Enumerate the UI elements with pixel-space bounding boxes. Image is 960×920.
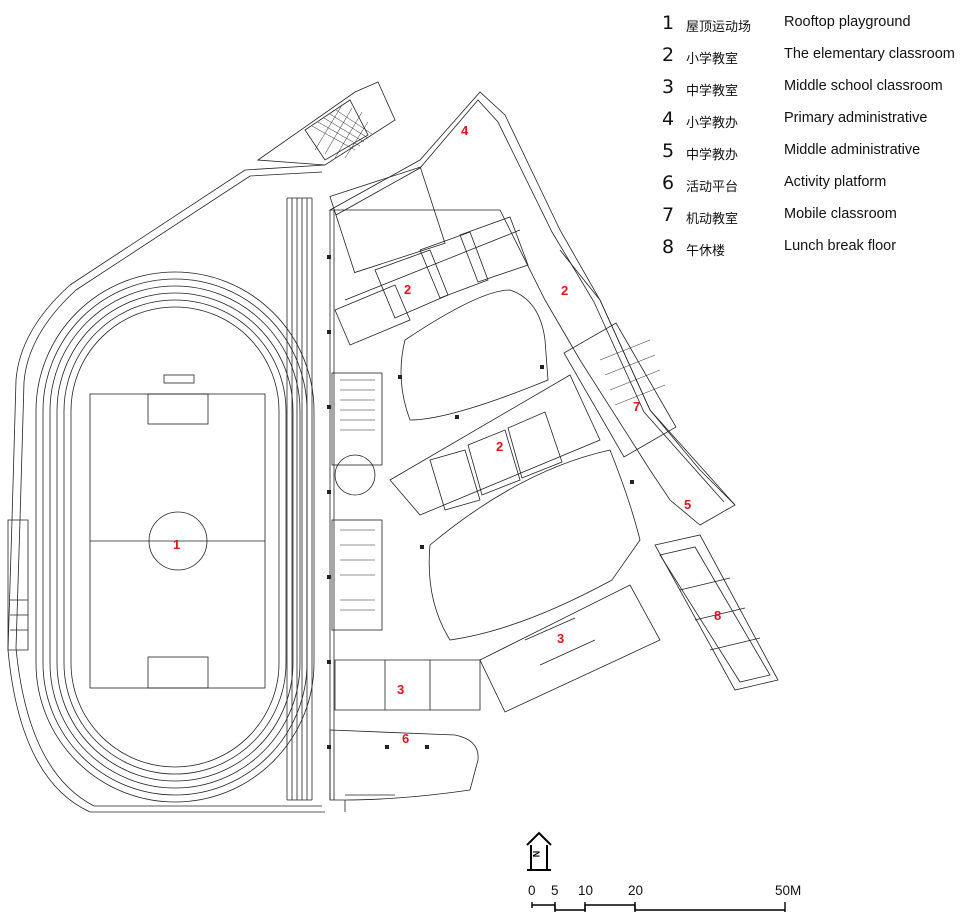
north-arrow-icon	[526, 831, 552, 871]
legend-item: 1 屋顶运动场 Rooftop playground	[660, 12, 955, 44]
plan-label-lunch-break-floor: 8	[714, 608, 722, 623]
scale-tick-0: 0	[528, 883, 536, 898]
courtyard-lower	[428, 449, 641, 641]
legend-english-label: Rooftop playground	[784, 14, 911, 30]
legend-number: 6	[662, 172, 675, 194]
legend-english-label: Middle administrative	[784, 142, 921, 158]
north-letter: N	[531, 850, 542, 858]
plan-label-elementary-classroom-b: 2	[561, 283, 569, 298]
legend-chinese-label: 活动平台	[686, 180, 739, 195]
football-pitch	[89, 374, 266, 689]
legend-english-label: Middle school classroom	[784, 78, 943, 94]
plan-label-elementary-classroom-a: 2	[404, 282, 412, 297]
plan-label-elementary-classroom-c: 2	[496, 439, 504, 454]
plan-label-middle-classroom-a: 3	[557, 631, 565, 646]
legend-number: 5	[662, 140, 675, 162]
site-boundary-inner	[15, 171, 323, 807]
legend-item: 7 机动教室 Mobile classroom	[660, 204, 955, 236]
legend-number: 1	[662, 12, 675, 34]
courtyard-upper	[400, 289, 549, 421]
legend-item: 8 午休楼 Lunch break floor	[660, 236, 955, 268]
legend-item: 2 小学教室 The elementary classroom	[660, 44, 955, 76]
legend-chinese-label: 机动教室	[686, 212, 739, 227]
scale-tick-50m: 50M	[775, 883, 802, 898]
left-stand	[7, 519, 29, 651]
legend-item: 3 中学教室 Middle school classroom	[660, 76, 955, 108]
legend-number: 2	[662, 44, 675, 66]
plan-label-rooftop-playground: 1	[173, 537, 181, 552]
east-strip	[559, 249, 736, 506]
legend-chinese-label: 中学教办	[686, 148, 739, 163]
plan-label-activity-platform: 6	[402, 731, 410, 746]
legend-chinese-label: 屋顶运动场	[686, 20, 752, 35]
west-corridor	[329, 210, 383, 800]
legend-chinese-label: 小学教办	[686, 116, 739, 131]
legend-chinese-label: 午休楼	[686, 244, 726, 259]
legend-english-label: Lunch break floor	[784, 238, 897, 254]
legend-english-label: Primary administrative	[784, 110, 928, 126]
scale-tick-10: 10	[578, 883, 594, 898]
lunch-building	[654, 534, 779, 691]
plan-label-primary-administrative: 4	[461, 123, 469, 138]
plan-label-middle-administrative: 5	[684, 497, 692, 512]
sprint-lanes	[286, 197, 313, 801]
south-classroom-bar	[334, 584, 661, 713]
site-boundary	[7, 164, 326, 813]
middle-classroom-bar	[389, 374, 601, 516]
activity-platform	[329, 729, 479, 812]
scale-tick-20: 20	[628, 883, 644, 898]
legend-english-label: Mobile classroom	[784, 206, 897, 222]
plan-label-middle-classroom-b: 3	[397, 682, 405, 697]
legend-item: 5 中学教办 Middle administrative	[660, 140, 955, 172]
scale-bar-graphic	[531, 902, 786, 912]
structural-columns	[327, 255, 634, 749]
legend-chinese-label: 中学教室	[686, 84, 739, 99]
legend-english-label: The elementary classroom	[784, 46, 955, 62]
roof-grid	[256, 81, 396, 166]
legend-item: 6 活动平台 Activity platform	[660, 172, 955, 204]
running-track	[35, 271, 315, 803]
legend: 1 屋顶运动场 Rooftop playground 2 小学教室 The el…	[660, 12, 955, 268]
legend-number: 8	[662, 236, 675, 258]
legend-number: 4	[662, 108, 675, 130]
plan-label-mobile-classroom: 7	[633, 399, 641, 414]
legend-chinese-label: 小学教室	[686, 52, 739, 67]
legend-number: 7	[662, 204, 675, 226]
legend-item: 4 小学教办 Primary administrative	[660, 108, 955, 140]
scale-tick-5: 5	[551, 883, 559, 898]
legend-number: 3	[662, 76, 675, 98]
legend-english-label: Activity platform	[784, 174, 887, 190]
